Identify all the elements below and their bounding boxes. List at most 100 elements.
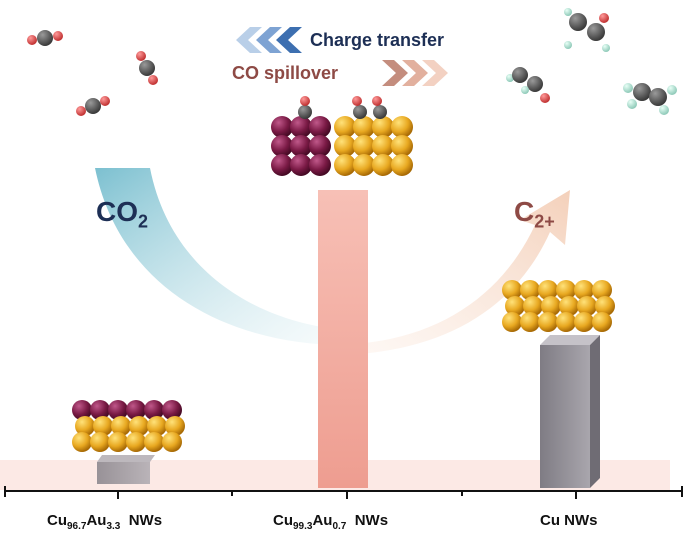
oxygen-atom xyxy=(76,106,86,116)
au-atom xyxy=(162,400,182,420)
carbon-atom xyxy=(527,76,543,92)
legend-co-spillover: CO spillover xyxy=(232,63,339,83)
oxygen-atom xyxy=(352,96,362,106)
hydrogen-atom xyxy=(564,8,572,16)
label-sub: 0.7 xyxy=(332,521,347,532)
oxygen-atom xyxy=(27,35,37,45)
carbon-atom xyxy=(298,105,312,119)
cu-atom xyxy=(144,432,164,452)
cu-atom xyxy=(592,312,612,332)
carbon-atom xyxy=(587,23,605,41)
reactant-sub: 2 xyxy=(138,211,149,232)
cu-atom xyxy=(90,432,110,452)
oxygen-atom xyxy=(53,31,63,41)
cu-atom xyxy=(126,432,146,452)
catalyst-label-cu96-au3: Cu96.7Au3.3 NWs xyxy=(47,512,162,532)
cu-atom xyxy=(391,154,413,176)
oxygen-atom xyxy=(148,75,158,85)
cu-atom xyxy=(592,280,612,300)
cu-atom xyxy=(353,135,375,157)
product-sub: 2+ xyxy=(534,211,555,232)
label-sub: 99.3 xyxy=(293,521,313,532)
catalyst-label-cu-nws: Cu NWs xyxy=(540,512,598,529)
label-part: Au xyxy=(312,512,333,529)
x-axis xyxy=(4,486,683,499)
cu-atom xyxy=(541,296,561,316)
hydrogen-atom xyxy=(623,83,633,93)
label-part: NWs xyxy=(354,512,389,529)
oxygen-atom xyxy=(599,13,609,23)
oxygen-atom xyxy=(100,96,110,106)
product-main: C xyxy=(514,196,535,227)
bar-cu99-au0 xyxy=(318,190,368,488)
oxygen-atom xyxy=(136,51,146,61)
cu-atom xyxy=(353,154,375,176)
label-part: Au xyxy=(86,512,107,529)
hydrogen-atom xyxy=(602,44,610,52)
au-atom xyxy=(309,116,331,138)
cu-atom xyxy=(505,296,525,316)
product-label: C2+ xyxy=(514,196,555,233)
au-atom xyxy=(271,116,293,138)
au-atom xyxy=(271,154,293,176)
au-atom xyxy=(271,135,293,157)
cu-atom xyxy=(538,312,558,332)
label-part: Cu xyxy=(273,512,293,529)
cu-atom xyxy=(334,135,356,157)
au-atom xyxy=(72,400,92,420)
cu-atom xyxy=(520,312,540,332)
bar-cu96-au3 xyxy=(97,455,155,484)
carbon-atom xyxy=(353,105,367,119)
cu-atom xyxy=(372,116,394,138)
co2-reactant-arc xyxy=(95,168,345,345)
cu-atom xyxy=(334,154,356,176)
label-sub: 96.7 xyxy=(67,521,87,532)
carbon-atom xyxy=(37,30,53,46)
au-atom xyxy=(126,400,146,420)
au-atom xyxy=(290,135,312,157)
hydrogen-atom xyxy=(667,85,677,95)
reactant-label: CO2 xyxy=(96,196,148,233)
cu-atom xyxy=(372,154,394,176)
cu-atom xyxy=(165,416,185,436)
cu-atom xyxy=(162,432,182,452)
hydrogen-atom xyxy=(627,99,637,109)
legend-charge-transfer: Charge transfer xyxy=(310,30,445,50)
cu-atom xyxy=(391,116,413,138)
carbon-atom xyxy=(85,98,101,114)
label-part: NWs xyxy=(128,512,163,529)
cu-atom xyxy=(108,432,128,452)
carbon-atom xyxy=(569,13,587,31)
oxygen-atom xyxy=(372,96,382,106)
au-atom xyxy=(108,400,128,420)
hydrogen-atom xyxy=(521,86,529,94)
catalyst-label-cu99-au0: Cu99.3Au0.7 NWs xyxy=(273,512,388,532)
cu-atom xyxy=(556,280,576,300)
cu-atom xyxy=(147,416,167,436)
cu-atom xyxy=(111,416,131,436)
cu-atom xyxy=(595,296,615,316)
hydrogen-atom xyxy=(506,74,514,82)
oxygen-atom xyxy=(300,96,310,106)
carbon-atom xyxy=(633,83,651,101)
cu-atom xyxy=(75,416,95,436)
hydrogen-atom xyxy=(564,41,572,49)
cu-atom xyxy=(129,416,149,436)
cu-atom xyxy=(523,296,543,316)
cu-atom xyxy=(538,280,558,300)
label-sub: 3.3 xyxy=(106,521,121,532)
cu-atom xyxy=(93,416,113,436)
cu-atom xyxy=(502,280,522,300)
cu-atom xyxy=(372,135,394,157)
c2-product-arc xyxy=(330,190,570,355)
label-part: Cu xyxy=(47,512,67,529)
au-atom xyxy=(90,400,110,420)
cu-atom xyxy=(574,312,594,332)
carbon-atom xyxy=(512,67,528,83)
hydrogen-atom xyxy=(659,105,669,115)
au-atom xyxy=(290,154,312,176)
au-atom xyxy=(144,400,164,420)
cu-atom xyxy=(577,296,597,316)
